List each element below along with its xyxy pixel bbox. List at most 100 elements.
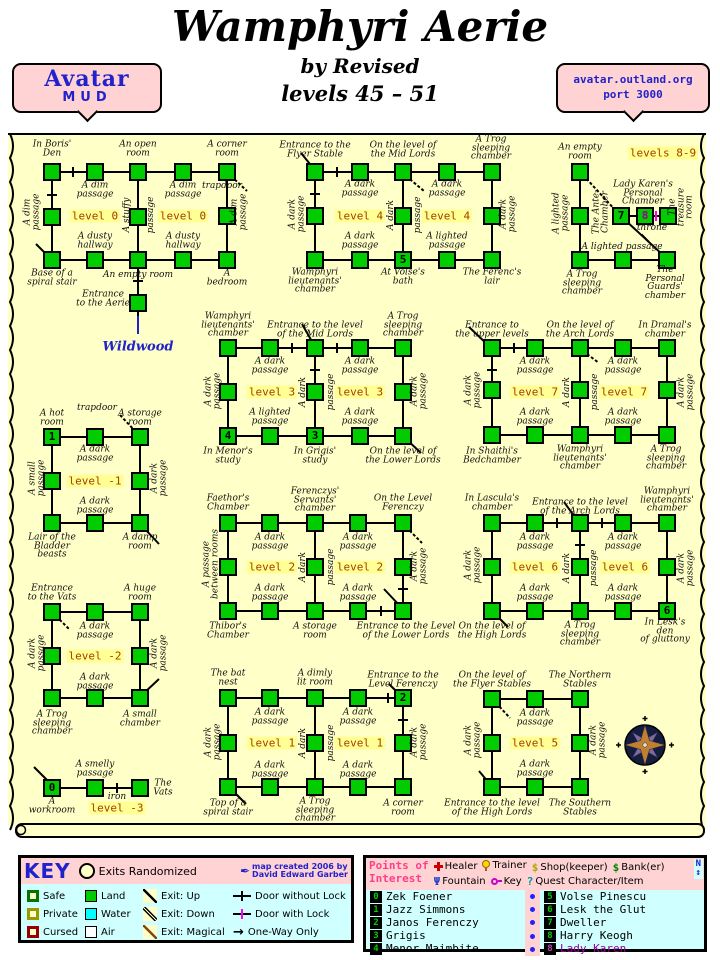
poi-number-badge: 8 <box>544 942 556 955</box>
map-room <box>351 163 369 181</box>
map-room <box>86 251 104 269</box>
poi-legend-entry: Healer <box>433 860 478 873</box>
map-room <box>483 251 501 269</box>
air-icon <box>85 926 97 938</box>
poi-name: Grigis <box>386 928 426 942</box>
map-room <box>526 778 544 796</box>
map-room <box>219 339 237 357</box>
key-entry-label: Cursed <box>43 926 79 938</box>
map-room <box>483 339 501 357</box>
map-room <box>483 514 501 532</box>
bank-icon: $ <box>612 861 620 874</box>
map-credit-text: map created 2006 by David Edward Garber <box>252 861 348 879</box>
map-room <box>614 514 632 532</box>
map-room <box>483 778 501 796</box>
randomized-circle-icon <box>78 863 95 879</box>
map-room <box>306 339 324 357</box>
key-entry: Private <box>27 905 85 923</box>
map-room <box>261 689 279 707</box>
map-room <box>394 558 412 576</box>
north-indicator-icon: N ↕ <box>693 859 703 879</box>
private-icon <box>27 908 39 920</box>
map-room <box>571 426 589 444</box>
map-room <box>614 602 632 620</box>
poi-legend-entry: $Shop(keeper) <box>532 861 608 874</box>
map-room <box>483 734 501 752</box>
map-room <box>174 251 192 269</box>
map-room <box>306 163 324 181</box>
map-room <box>86 163 104 181</box>
map-room <box>394 514 412 532</box>
map-room <box>658 558 676 576</box>
cursed-icon <box>27 926 39 938</box>
map-room <box>394 383 412 401</box>
map-room <box>571 690 589 708</box>
map-room <box>306 383 324 401</box>
map-room <box>349 514 367 532</box>
map-room <box>129 251 147 269</box>
key-entry: Water <box>85 905 143 923</box>
poi-name: Zek Foener <box>386 890 453 904</box>
map-room <box>174 163 192 181</box>
map-room <box>351 427 369 445</box>
key-entry-label: Safe <box>43 890 66 902</box>
poi-legend-label: Healer <box>444 861 478 872</box>
map-room <box>306 207 324 225</box>
poi-legend-label: Quest Character/Item <box>535 876 644 887</box>
poi-legend-entry: ?Quest Character/Item <box>527 875 644 888</box>
map-room <box>571 558 589 576</box>
poi-name: Janos Ferenczy <box>386 915 479 929</box>
map-room <box>483 558 501 576</box>
badge-avatar-text: Avatar <box>44 66 130 92</box>
map-room <box>306 734 324 752</box>
badge-tail <box>622 100 645 123</box>
map-room <box>571 778 589 796</box>
map-room <box>306 558 324 576</box>
poi-legend-entry: Trainer <box>482 859 527 872</box>
map-room <box>129 163 147 181</box>
server-host-text: avatar.outland.org <box>573 73 693 86</box>
map-room <box>261 427 279 445</box>
map-room <box>526 690 544 708</box>
key-header: KEY Exits Randomized ✒ map created 2006 … <box>21 858 351 884</box>
poi-legend-label: Shop(keeper) <box>540 862 608 873</box>
poi-legend-entry: Key <box>490 875 522 888</box>
key-entry: Cursed <box>27 923 85 941</box>
map-credit: ✒ map created 2006 by David Edward Garbe… <box>240 861 348 880</box>
poi-name: Lesk the Glut <box>560 903 647 917</box>
map-room <box>129 294 147 312</box>
key-entry-label: Land <box>101 890 126 902</box>
avatar-mud-badge: Avatar MUD <box>12 63 162 123</box>
map-room <box>43 514 61 532</box>
map-room <box>526 514 544 532</box>
key-entry-label: Door without Lock <box>255 890 346 902</box>
map-room <box>438 251 456 269</box>
map-room <box>526 426 544 444</box>
poi-number-badge: 6 <box>544 904 556 917</box>
poi-name: Harry Keogh <box>560 928 633 942</box>
bullet-dot <box>530 920 535 926</box>
exup-icon <box>143 889 157 903</box>
map-room <box>351 251 369 269</box>
page-title: Wamphyri Aerie <box>171 2 549 51</box>
map-room <box>349 689 367 707</box>
map-room <box>571 381 589 399</box>
key-entry-label: Private <box>43 908 78 920</box>
map-room <box>43 603 61 621</box>
key-panel: KEY Exits Randomized ✒ map created 2006 … <box>18 855 354 943</box>
map-room <box>483 207 501 225</box>
fountain-icon: Ψ <box>433 875 441 888</box>
map-room <box>43 208 61 226</box>
